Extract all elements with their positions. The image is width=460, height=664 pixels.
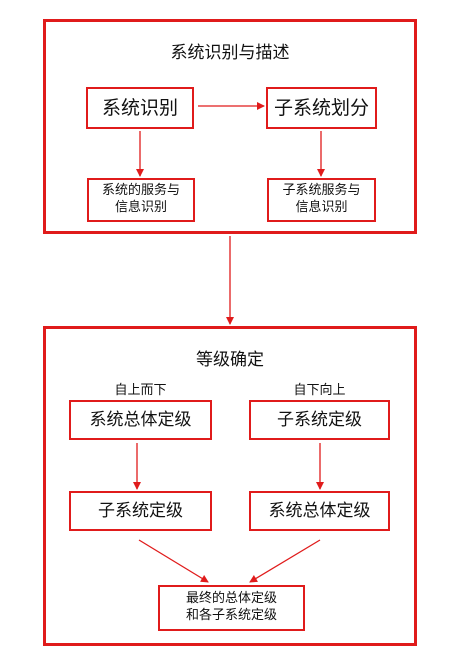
section-identify-describe-title: 系统识别与描述 [170,43,290,63]
section-level-determination-frame [43,326,417,646]
system-identify-box: 系统识别 [86,87,194,129]
subsystem-services-line-1: 子系统服务与 [282,183,361,199]
top-down-system-level-box: 系统总体定级 [69,400,212,440]
final-levels-box: 最终的总体定级 和各子系统定级 [158,585,305,631]
system-services-box: 系统的服务与 信息识别 [87,178,195,222]
bottom-up-system-level-box: 系统总体定级 [249,491,390,531]
final-levels-line-1: 最终的总体定级 [185,591,277,607]
final-levels-line-2: 和各子系统定级 [185,608,277,623]
top-down-heading: 自上而下 [114,383,167,398]
subsystem-services-line-2: 信息识别 [295,200,348,215]
section-level-determination-title: 等级确定 [196,350,264,370]
subsystem-divide-box: 子系统划分 [266,87,377,129]
section-identify-describe-frame [43,19,417,234]
system-services-line-2: 信息识别 [114,200,167,215]
subsystem-services-box: 子系统服务与 信息识别 [267,178,376,222]
system-services-line-1: 系统的服务与 [101,183,180,199]
top-down-subsystem-level-box: 子系统定级 [69,491,212,531]
bottom-up-subsystem-level-box: 子系统定级 [249,400,390,440]
bottom-up-heading: 自下向上 [293,383,346,398]
